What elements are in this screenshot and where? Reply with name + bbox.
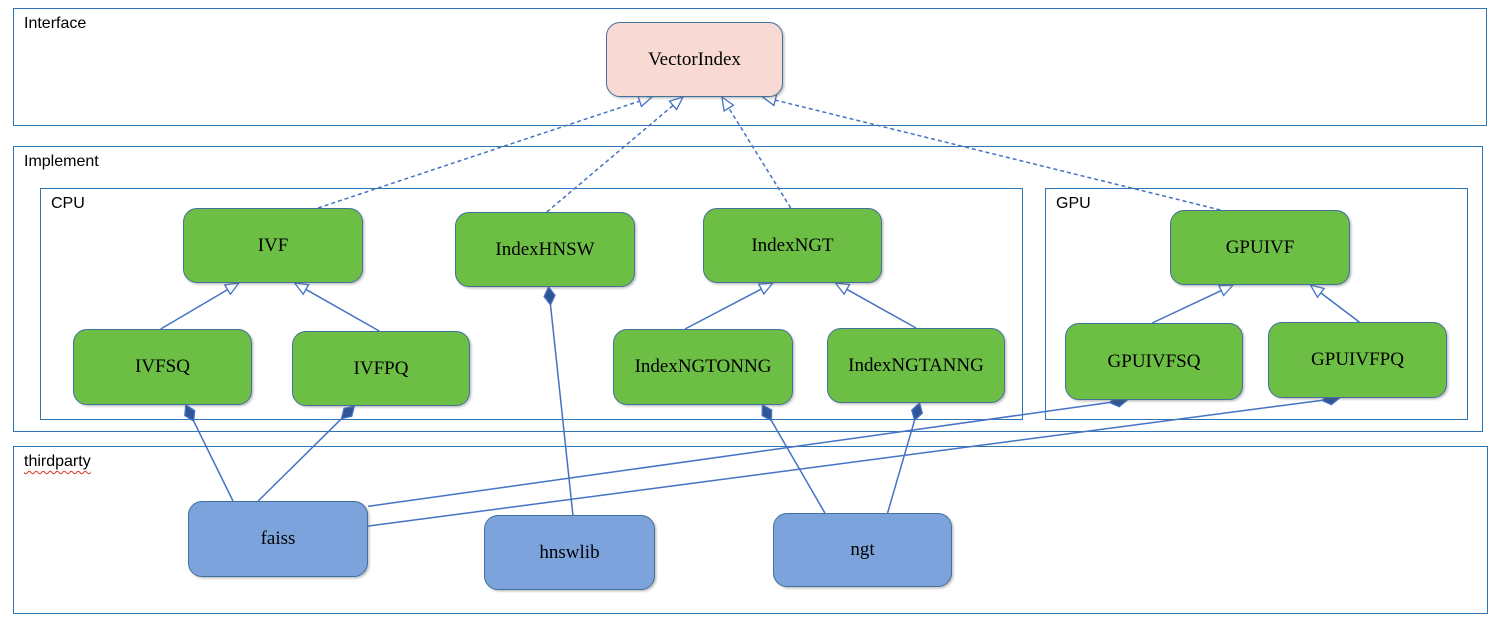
- edge-IndexHNSW-VectorIndex-line: [546, 104, 674, 213]
- edge-GPUIVF-VectorIndex-line: [775, 99, 1221, 211]
- edge-IndexNGTANNG-IndexNGT-line: [846, 288, 917, 329]
- edge-GPUIVFPQ-faiss-line: [367, 399, 1322, 527]
- edge-IndexNGT-VectorIndex-line: [728, 107, 792, 209]
- node-label-IndexNGTANNG: IndexNGTANNG: [848, 354, 984, 376]
- edge-GPUIVFPQ-GPUIVF-line: [1320, 292, 1360, 323]
- node-IndexHNSW: IndexHNSW: [455, 212, 635, 287]
- edge-IndexNGTANNG-ngt-line: [886, 420, 916, 514]
- edge-IVFPQ-IVF-hollow-arrowhead: [293, 282, 310, 296]
- node-IndexNGT: IndexNGT: [703, 208, 882, 283]
- node-label-IVF: IVF: [257, 234, 289, 256]
- edge-IndexNGTONNG-IndexNGT-line: [684, 288, 762, 330]
- edge-IVFPQ-IVF-line: [305, 288, 380, 332]
- node-label-ngt: ngt: [850, 539, 875, 560]
- edge-GPUIVFSQ-faiss-line: [367, 401, 1110, 508]
- node-label-hnswlib: hnswlib: [539, 541, 600, 563]
- node-GPUIVFPQ: GPUIVFPQ: [1268, 322, 1447, 398]
- edge-GPUIVFPQ-GPUIVF-hollow-arrowhead: [1309, 283, 1326, 299]
- container-interface: Interface: [13, 8, 1487, 126]
- edge-IVF-VectorIndex-hollow-arrowhead: [637, 95, 654, 108]
- node-faiss: faiss: [188, 501, 368, 577]
- node-label-faiss: faiss: [260, 528, 296, 549]
- node-IndexNGTANNG: IndexNGTANNG: [827, 328, 1005, 403]
- edge-IndexNGTONNG-IndexNGT-hollow-arrowhead: [757, 282, 775, 296]
- node-IVF: IVF: [183, 208, 363, 283]
- edge-GPUIVFSQ-GPUIVF-hollow-arrowhead: [1217, 284, 1235, 297]
- edge-IndexHNSW-VectorIndex-hollow-arrowhead: [668, 95, 685, 111]
- edge-IVFPQ-faiss-composition-diamond: [340, 405, 356, 420]
- node-GPUIVFSQ: GPUIVFSQ: [1065, 323, 1243, 400]
- node-IVFPQ: IVFPQ: [292, 331, 470, 406]
- node-label-IndexNGTONNG: IndexNGTONNG: [634, 356, 772, 377]
- edge-IVF-VectorIndex-line: [317, 100, 640, 209]
- edge-IndexHNSW-hnswlib-line: [549, 304, 574, 516]
- node-label-IVFPQ: IVFPQ: [353, 357, 409, 379]
- container-implement: Implement: [13, 146, 1483, 432]
- edge-IndexNGTONNG-ngt-line: [770, 420, 826, 514]
- edge-IVFSQ-IVF-hollow-arrowhead: [223, 282, 241, 296]
- container-label-gpu: GPU: [1056, 195, 1091, 212]
- node-label-IVFSQ: IVFSQ: [135, 356, 190, 377]
- node-IndexNGTONNG: IndexNGTONNG: [613, 329, 793, 405]
- container-thirdparty: thirdparty: [13, 446, 1488, 614]
- container-label-interface: Interface: [24, 15, 87, 32]
- node-label-IndexHNSW: IndexHNSW: [495, 238, 595, 260]
- node-VectorIndex: VectorIndex: [606, 22, 783, 97]
- node-label-VectorIndex: VectorIndex: [648, 48, 741, 70]
- edge-GPUIVFSQ-GPUIVF-line: [1151, 289, 1222, 324]
- edge-IndexNGTANNG-IndexNGT-hollow-arrowhead: [834, 282, 851, 296]
- edge-IVFSQ-faiss-composition-diamond: [184, 403, 196, 423]
- container-label-cpu: CPU: [51, 195, 85, 212]
- edge-IndexNGTONNG-ngt-composition-diamond: [761, 403, 773, 422]
- node-hnswlib: hnswlib: [484, 515, 655, 590]
- container-gpu: GPU: [1045, 188, 1468, 420]
- edge-IndexNGTANNG-ngt-composition-diamond: [911, 401, 924, 422]
- edge-IVFSQ-IVF-line: [160, 288, 228, 330]
- edge-IndexHNSW-hnswlib-composition-diamond: [543, 285, 556, 307]
- node-label-GPUIVF: GPUIVF: [1225, 236, 1295, 258]
- node-label-GPUIVFPQ: GPUIVFPQ: [1311, 349, 1404, 370]
- edge-IVFSQ-faiss-line: [193, 420, 234, 502]
- edge-IVFPQ-faiss-line: [257, 418, 343, 502]
- container-label-implement: Implement: [24, 153, 99, 170]
- edge-IndexNGT-VectorIndex-hollow-arrowhead: [721, 95, 735, 113]
- node-ngt: ngt: [773, 513, 952, 587]
- node-IVFSQ: IVFSQ: [73, 329, 252, 405]
- node-label-IndexNGT: IndexNGT: [751, 234, 834, 256]
- node-label-GPUIVFSQ: GPUIVFSQ: [1107, 350, 1201, 372]
- node-GPUIVF: GPUIVF: [1170, 210, 1350, 285]
- container-cpu: CPU: [40, 188, 1023, 420]
- container-label-thirdparty: thirdparty: [24, 453, 91, 470]
